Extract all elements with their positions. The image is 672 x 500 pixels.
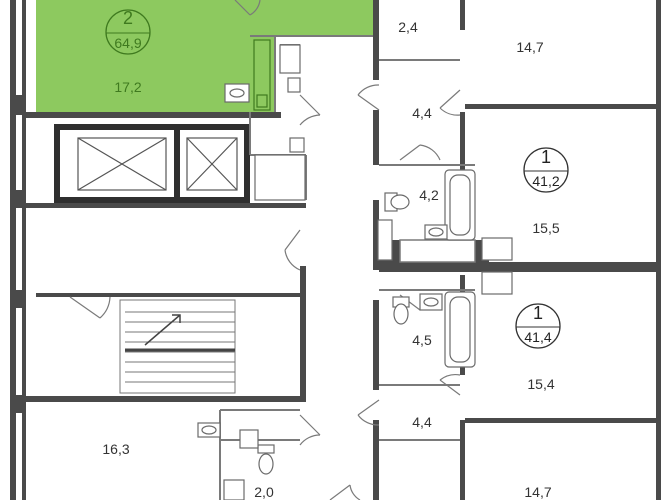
- highlight-fill-corridor: [248, 0, 373, 36]
- room-label: 2,4: [398, 19, 418, 35]
- outer-walls: [10, 0, 661, 500]
- sink-icon: [424, 224, 448, 240]
- elevator-icon: [186, 137, 238, 191]
- bathtub-icon: [444, 169, 476, 241]
- room-label: 14,7: [524, 484, 551, 500]
- apartment-upper-total-area: 41,2: [532, 173, 559, 189]
- elevator-icon: [77, 137, 167, 191]
- highlight-fill-main: [36, 0, 251, 112]
- apartment-badge-lower: 1 41,4: [515, 303, 561, 349]
- highlighted-apartment-rooms: 2: [123, 8, 133, 28]
- right-wall-bands: [379, 239, 656, 272]
- room-label: 16,3: [102, 441, 129, 457]
- toilet-icon: [257, 444, 275, 475]
- room-label: 4,5: [412, 332, 432, 348]
- staircase: [119, 299, 236, 394]
- apartment-lower-rooms: 1: [533, 303, 543, 323]
- sink-icon: [197, 422, 221, 438]
- room-label: 15,5: [532, 220, 559, 236]
- highlighted-apartment-total-area: 64,9: [114, 35, 141, 51]
- toilet-icon: [384, 192, 410, 212]
- room-area-labels: 2,4 14,7 4,4 4,2 15,5 4,5 15,4 4,4 16,3 …: [102, 19, 559, 500]
- highlighted-apartment[interactable]: [36, 0, 373, 112]
- room-label: 2,0: [254, 484, 274, 500]
- green-bath-fixture: [253, 39, 271, 111]
- sink-icon: [224, 83, 250, 103]
- room-label: 14,7: [516, 39, 543, 55]
- apartment-upper-rooms: 1: [541, 147, 551, 167]
- bathtub-icon: [444, 291, 476, 368]
- toilet-icon: [392, 296, 410, 325]
- room-label: 4,4: [412, 105, 432, 121]
- highlighted-apartment-badge: 2 64,9: [105, 8, 151, 55]
- elevator-shafts: [54, 124, 250, 203]
- highlighted-apartment-living-area: 17,2: [114, 79, 141, 95]
- apartment-badge-upper: 1 41,2: [523, 147, 569, 193]
- stair-arrow-icon: [144, 314, 181, 346]
- room-label: 15,4: [527, 376, 554, 392]
- room-label: 4,2: [419, 187, 439, 203]
- bathroom-fixtures: [197, 44, 513, 500]
- sink-icon: [419, 293, 443, 311]
- room-label: 4,4: [412, 414, 432, 430]
- apartment-lower-total-area: 41,4: [524, 329, 551, 345]
